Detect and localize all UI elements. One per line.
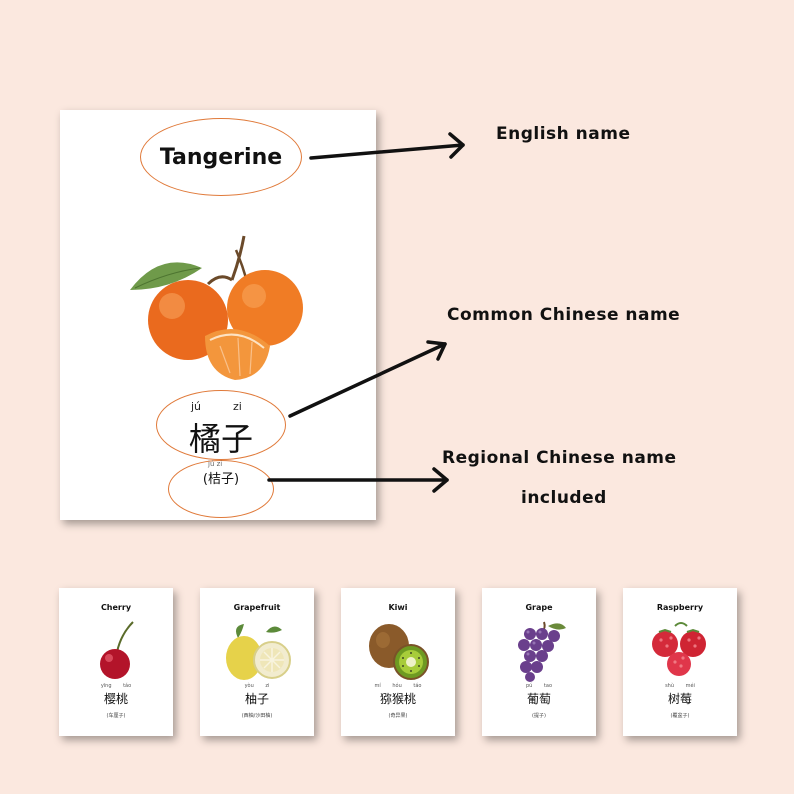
- english-name: Tangerine: [159, 145, 283, 170]
- raspberry-illustration: [652, 622, 706, 676]
- mini-card-grape: Grape pú tao 葡萄 (提子): [482, 588, 596, 736]
- regional-name-arrow: [267, 467, 449, 493]
- mini-card-raspberry: Raspberry shù méi 树莓 (覆盆子): [623, 588, 737, 736]
- kiwi-illustration: [369, 624, 429, 680]
- english-name-label: English name: [496, 124, 631, 144]
- regional-name-label-line1: Regional Chinese name: [442, 448, 677, 468]
- common-name-label: Common Chinese name: [447, 305, 681, 325]
- mini-card-pinyin: mí hóu táo: [374, 683, 422, 689]
- grape-illustration: [518, 621, 566, 682]
- english-name-arrow: [309, 132, 465, 160]
- mini-card-name: Cherry: [100, 603, 132, 612]
- common-chinese-name: 橘子: [188, 420, 253, 458]
- mini-card-pinyin: yīng táo: [100, 683, 132, 689]
- mini-card-name: Raspberry: [656, 603, 704, 612]
- mini-card-regional: (奇异果): [388, 713, 408, 719]
- regional-chinese-name: (桔子): [202, 472, 240, 487]
- mini-card-regional: (覆盆子): [670, 713, 690, 719]
- mini-card-name: Kiwi: [388, 603, 408, 612]
- mini-card-name: Grapefruit: [233, 603, 281, 612]
- mini-card-chinese: 柚子: [244, 692, 269, 706]
- common-name-oval: [156, 390, 286, 460]
- mini-card-chinese: 猕猴桃: [379, 692, 416, 706]
- mini-card-kiwi: Kiwi mí hóu táo 猕猴桃 (奇异果): [341, 588, 455, 736]
- mini-card-chinese: 葡萄: [526, 692, 551, 706]
- tangerine-illustration: [130, 235, 303, 380]
- mini-card-pinyin: shù méi: [665, 683, 695, 689]
- common-name-arrow: [288, 340, 447, 418]
- main-flashcard: Tangerine jú zi 橘子 jú zi (桔子): [60, 110, 376, 520]
- pinyin-zi: zi: [233, 400, 242, 413]
- mini-card-regional: (提子): [532, 713, 546, 719]
- mini-card-name: Grape: [525, 603, 553, 612]
- mini-card-pinyin: yòu zi: [244, 683, 270, 689]
- english-name-oval: [140, 118, 302, 196]
- cherry-illustration: [100, 621, 134, 679]
- grapefruit-illustration: [226, 624, 291, 680]
- mini-card-regional: (车厘子): [106, 713, 126, 719]
- regional-name-oval: [168, 460, 274, 518]
- mini-card-chinese: 树莓: [667, 692, 692, 706]
- regional-name-label-line2: included: [521, 488, 607, 508]
- pinyin-ju: jú: [191, 400, 202, 413]
- mini-card-regional: (西柚/沙田柚): [241, 713, 273, 719]
- mini-card-cherry: Cherry yīng táo 樱桃 (车厘子): [59, 588, 173, 736]
- regional-pinyin: jú zi: [208, 460, 223, 468]
- mini-card-chinese: 樱桃: [103, 692, 128, 706]
- mini-card-pinyin: pú tao: [525, 683, 552, 689]
- mini-card-grapefruit: Grapefruit yòu zi 柚子 (西柚/沙田柚): [200, 588, 314, 736]
